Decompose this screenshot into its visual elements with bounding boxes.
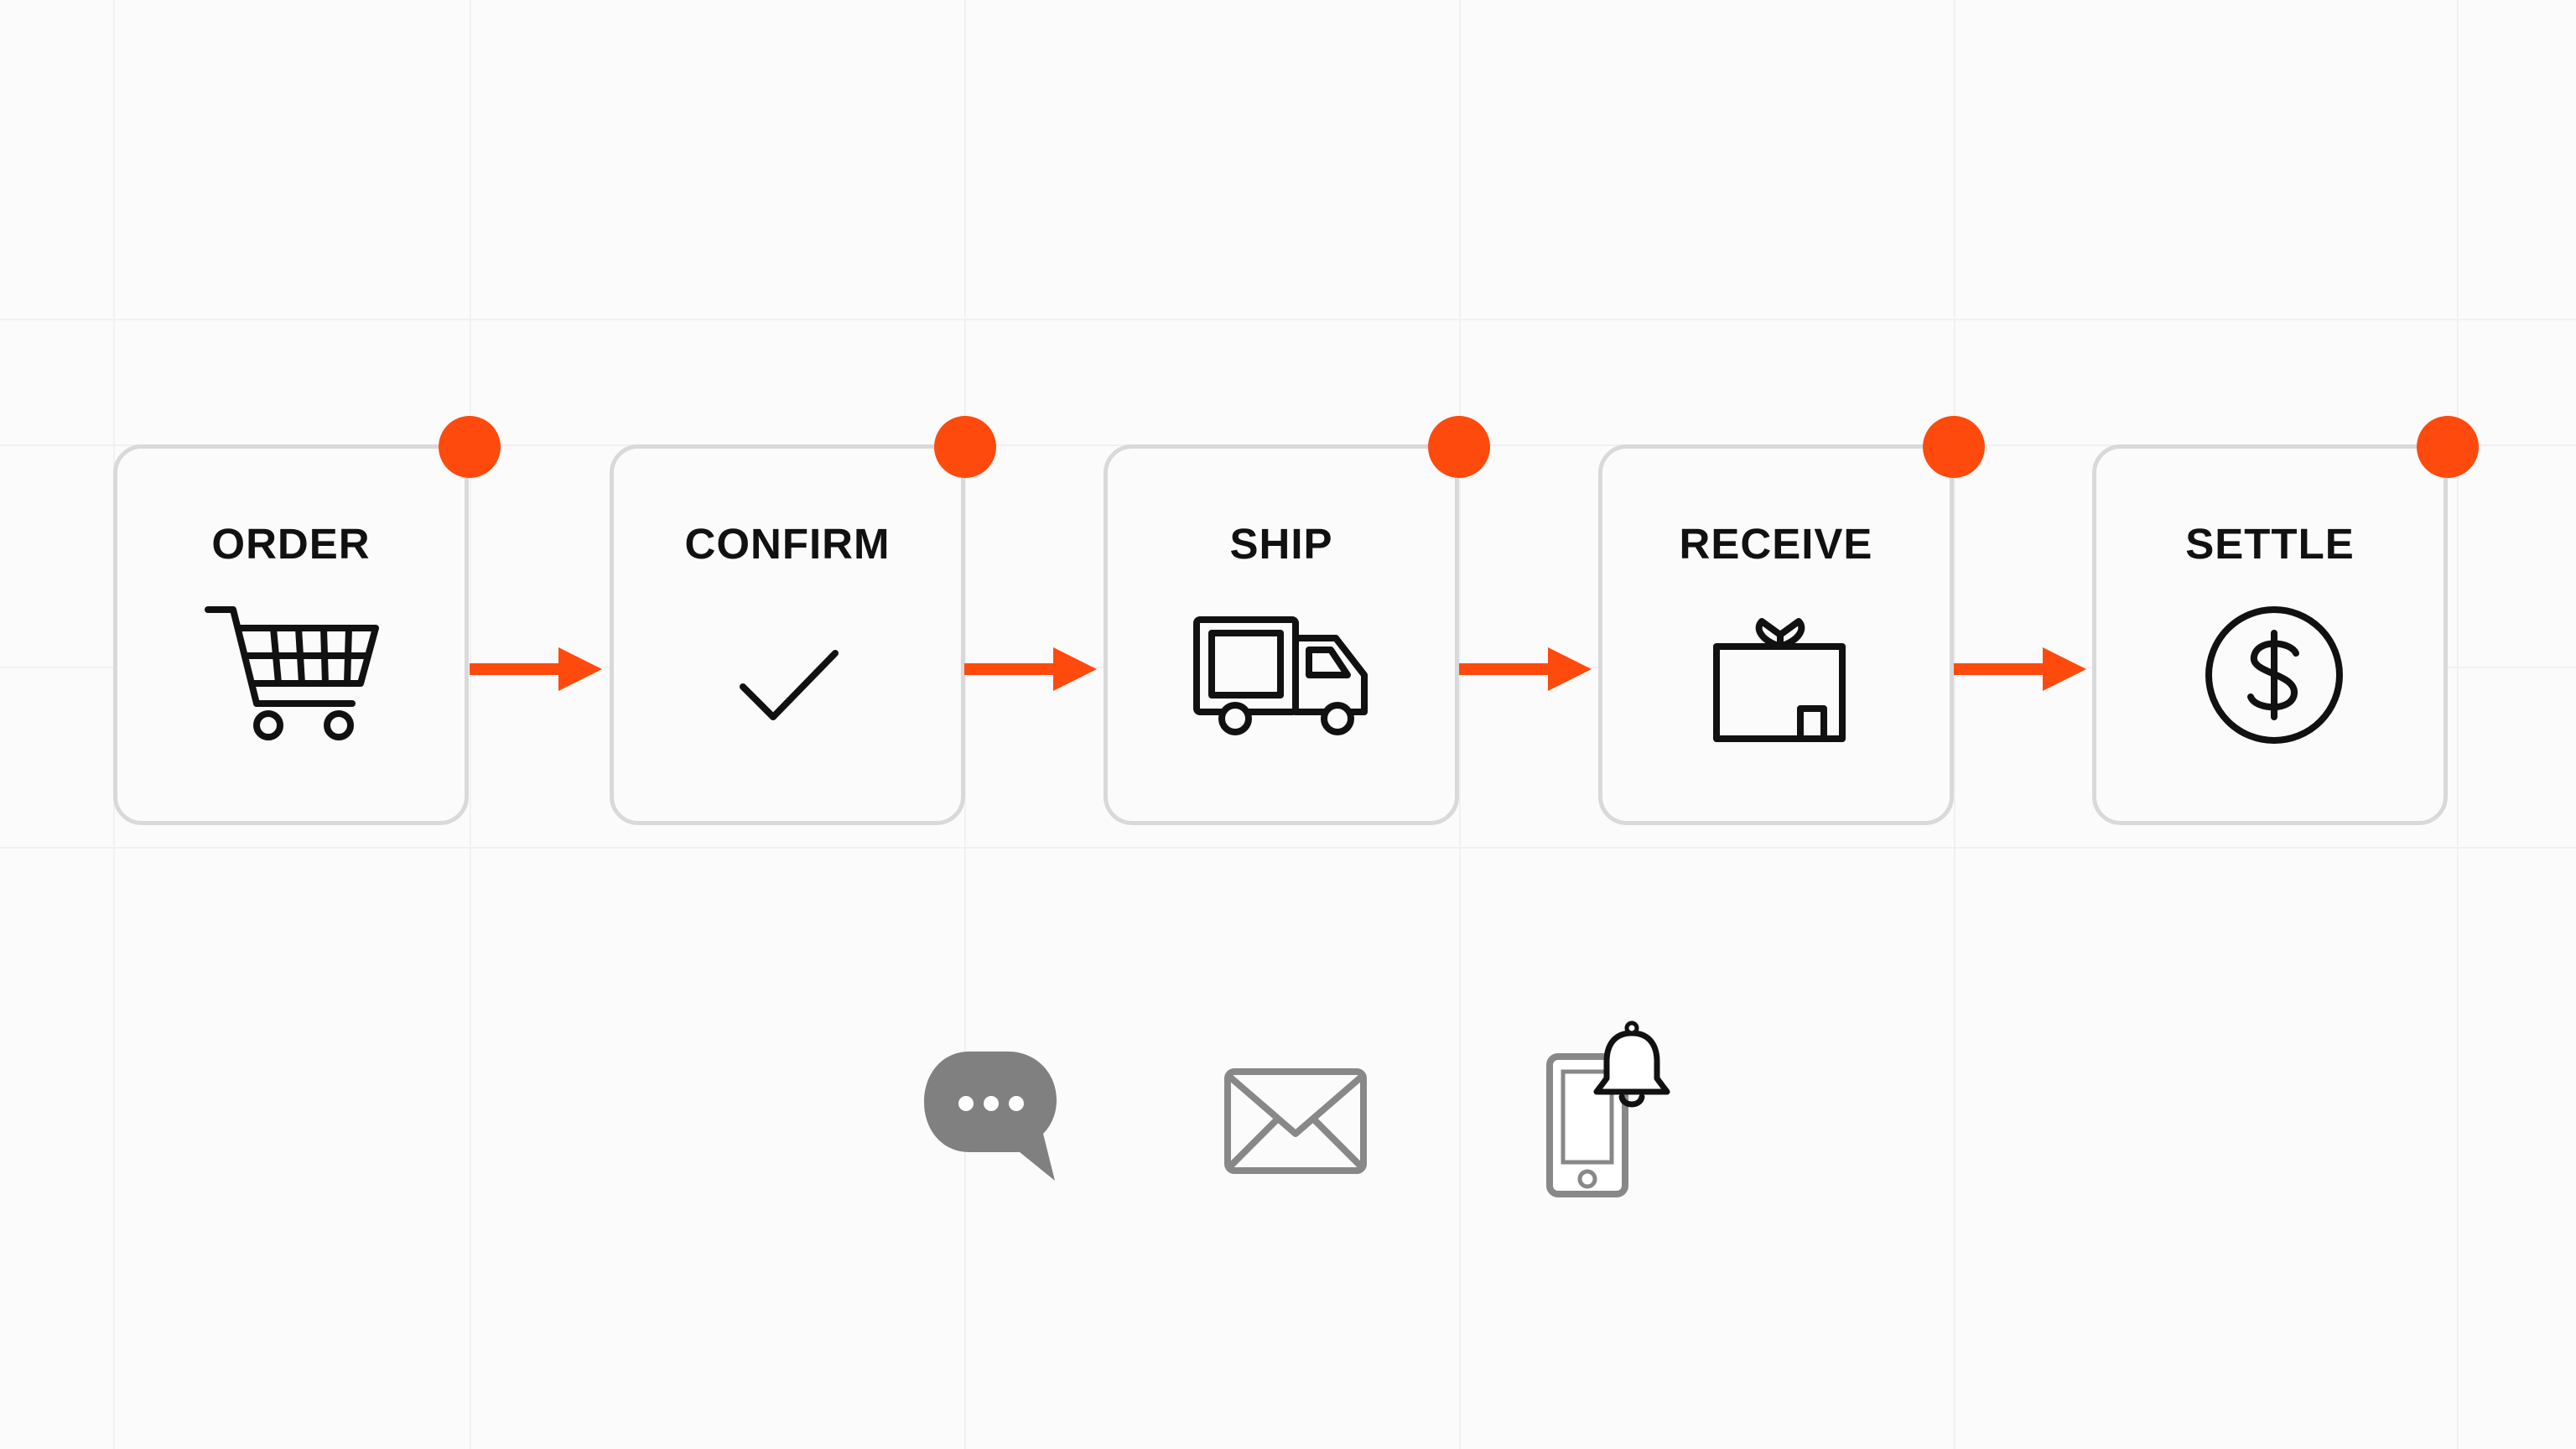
status-dot (1923, 416, 1985, 478)
dollar-coin-icon (2205, 606, 2343, 744)
grid-line (1954, 0, 1955, 1449)
chat-bubble-icon (924, 1052, 1057, 1181)
status-dot (2417, 416, 2479, 478)
step-card-order: ORDER (113, 444, 469, 825)
step-card-ship: SHIP (1104, 444, 1459, 825)
shopping-cart-icon (205, 606, 379, 740)
step-card-confirm: CONFIRM (610, 444, 965, 825)
status-dot (1428, 416, 1490, 478)
step-card-settle: SETTLE (2092, 444, 2448, 825)
phone-notification-icon (1546, 1021, 1670, 1197)
grid-line (0, 319, 2576, 320)
step-label: SHIP (1229, 520, 1333, 568)
status-dot (439, 416, 501, 478)
grid-line (470, 0, 471, 1449)
step-label: CONFIRM (684, 520, 891, 568)
arrow-right-icon (1459, 647, 1592, 691)
arrow-right-icon (1954, 647, 2086, 691)
arrow-right-icon (470, 647, 602, 691)
grid-line (2457, 0, 2459, 1449)
step-card-receive: RECEIVE (1598, 444, 1954, 825)
arrow-right-icon (964, 647, 1097, 691)
package-box-icon (1713, 618, 1846, 742)
step-label: ORDER (211, 520, 371, 568)
grid-line (0, 847, 2576, 849)
step-label: RECEIVE (1679, 520, 1873, 568)
bell-icon (1593, 1021, 1670, 1108)
status-dot (934, 416, 996, 478)
checkmark-icon (740, 650, 839, 720)
email-envelope-icon (1224, 1068, 1367, 1174)
delivery-truck-icon (1193, 616, 1368, 735)
grid-line (964, 0, 966, 1449)
step-label: SETTLE (2185, 520, 2355, 568)
grid-line (1459, 0, 1461, 1449)
